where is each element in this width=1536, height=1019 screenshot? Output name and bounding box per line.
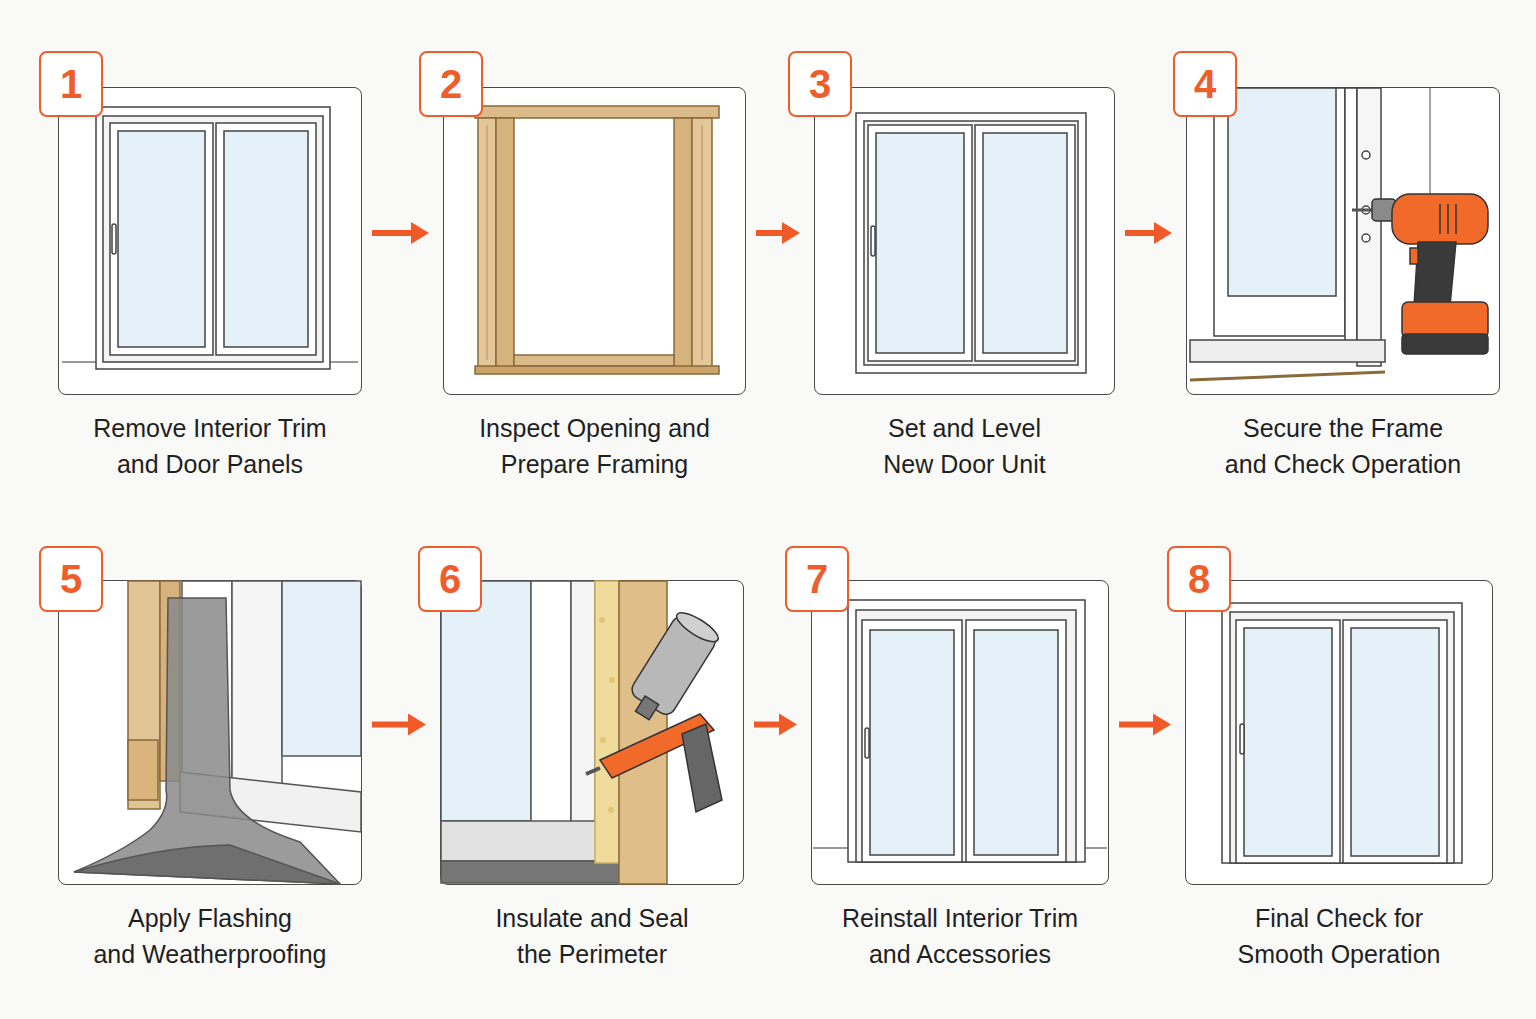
step-panel: Reinstall Interior Trim and Accessories7 — [811, 580, 1109, 885]
arrow-shaft — [756, 230, 786, 236]
step-number: 4 — [1194, 64, 1216, 104]
step-caption: Insulate and Seal the Perimeter — [447, 900, 737, 972]
step-number-badge: 5 — [39, 546, 103, 612]
arrow-shaft — [372, 722, 412, 728]
arrow-shaft — [754, 722, 783, 728]
step-caption: Apply Flashing and Weatherproofing — [65, 900, 355, 972]
step-panel: Apply Flashing and Weatherproofing5 — [58, 580, 362, 885]
step-caption: Inspect Opening and Prepare Framing — [450, 410, 740, 482]
step-caption: Final Check for Smooth Operation — [1194, 900, 1484, 972]
arrow-head — [779, 714, 797, 736]
step-arrow — [754, 714, 797, 736]
step-number: 1 — [60, 64, 82, 104]
step-arrow — [372, 222, 429, 244]
arrow-shaft — [1119, 722, 1157, 728]
step-arrow — [1125, 222, 1172, 244]
arrow-head — [1154, 222, 1172, 244]
arrow-head — [408, 714, 426, 736]
step-number-badge: 3 — [788, 51, 852, 117]
step-panel: Insulate and Seal the Perimeter6 — [440, 580, 744, 885]
step-arrow — [756, 222, 800, 244]
step-arrow — [372, 714, 426, 736]
step-number: 2 — [440, 64, 462, 104]
step-panel: Final Check for Smooth Operation8 — [1185, 580, 1493, 885]
step-panel: Set and Level New Door Unit3 — [814, 87, 1115, 395]
step-caption: Secure the Frame and Check Operation — [1198, 410, 1488, 482]
step-number-badge: 2 — [419, 51, 483, 117]
step-panel: Secure the Frame and Check Operation4 — [1186, 87, 1500, 395]
step-number: 3 — [809, 64, 831, 104]
arrow-head — [1153, 714, 1171, 736]
step-number: 5 — [60, 559, 82, 599]
step-panel: Inspect Opening and Prepare Framing2 — [443, 87, 746, 395]
step-number-badge: 8 — [1167, 546, 1231, 612]
arrow-head — [782, 222, 800, 244]
step-number-badge: 6 — [418, 546, 482, 612]
step-caption: Remove Interior Trim and Door Panels — [65, 410, 355, 482]
step-number: 6 — [439, 559, 461, 599]
step-number: 8 — [1188, 559, 1210, 599]
arrow-shaft — [1125, 230, 1158, 236]
arrow-shaft — [372, 230, 415, 236]
step-number-badge: 1 — [39, 51, 103, 117]
step-arrow — [1119, 714, 1171, 736]
arrow-head — [411, 222, 429, 244]
step-caption: Set and Level New Door Unit — [865, 410, 1065, 482]
step-number: 7 — [806, 559, 828, 599]
step-caption: Reinstall Interior Trim and Accessories — [810, 900, 1110, 972]
step-panel: Remove Interior Trim and Door Panels1 — [58, 87, 362, 395]
step-number-badge: 7 — [785, 546, 849, 612]
step-number-badge: 4 — [1173, 51, 1237, 117]
